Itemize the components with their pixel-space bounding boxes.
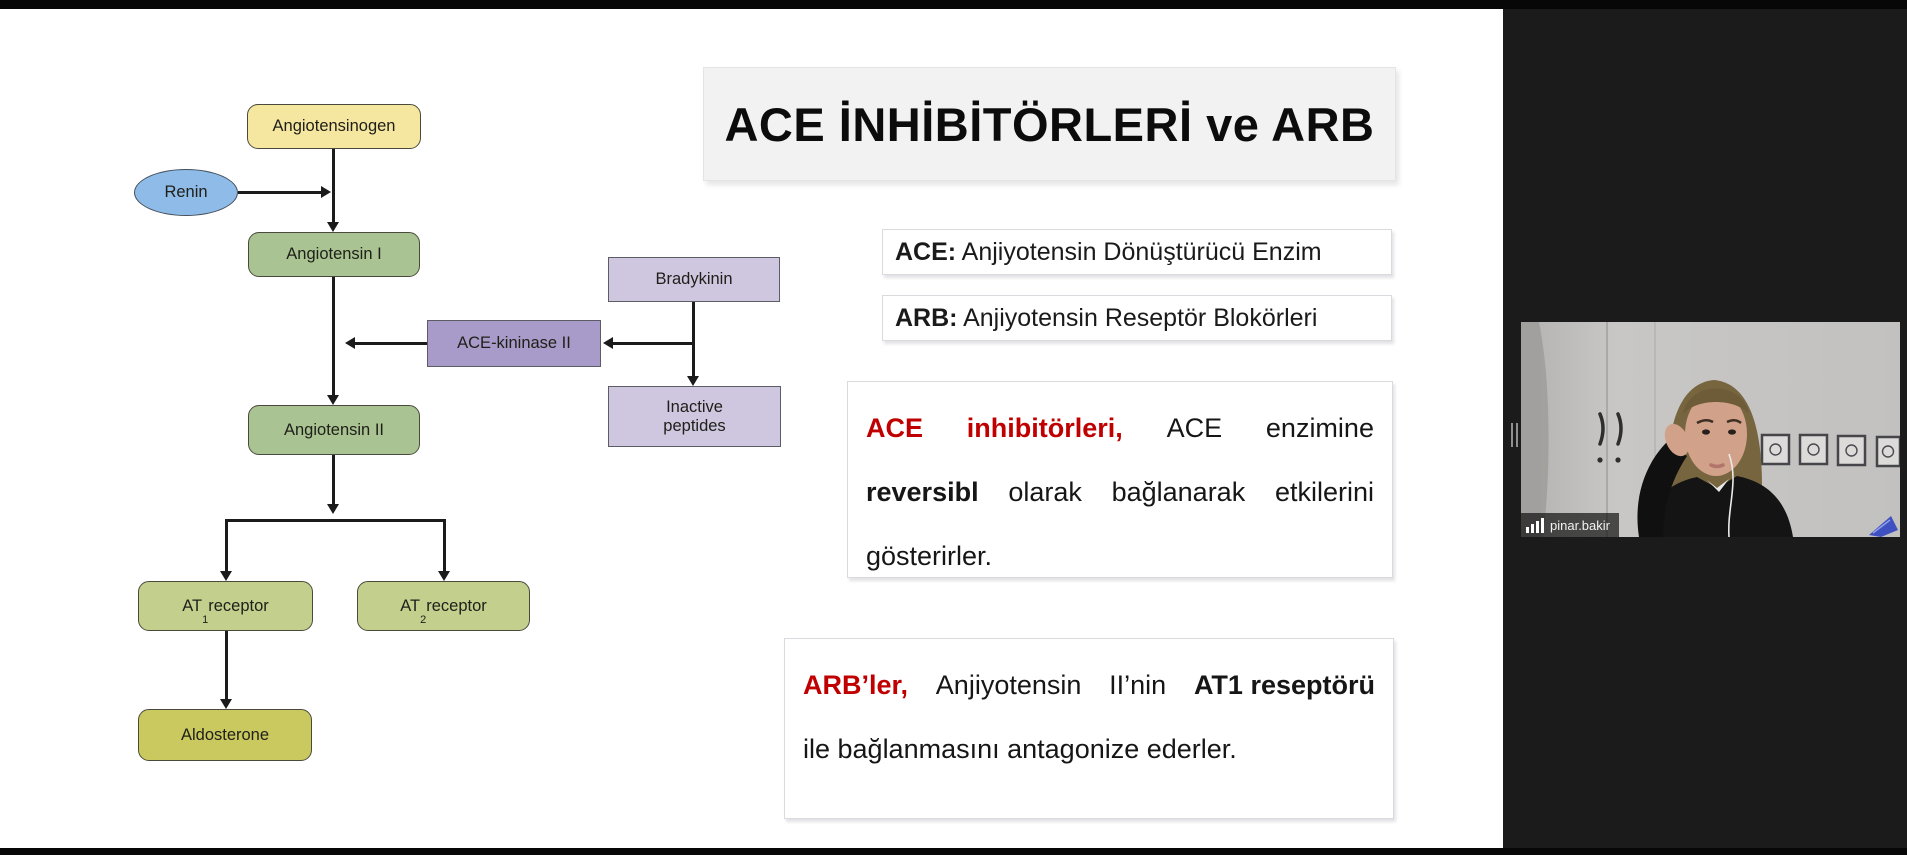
node-label: Angiotensinogen	[272, 117, 396, 135]
arrowhead-down	[687, 376, 699, 386]
slide-title: ACE İNHİBİTÖRLERİ ve ARB	[724, 97, 1375, 151]
word: ACE	[866, 412, 924, 443]
participant-name-plate: pinar.bakir	[1521, 513, 1619, 537]
word: inhibitörleri,	[966, 412, 1123, 443]
node-label-line2: peptides	[663, 416, 726, 435]
signal-strength-icon	[1526, 517, 1544, 533]
arrow-bradykinin-to-ace-kininase	[613, 342, 694, 345]
arrowhead-down	[327, 504, 339, 514]
arrow-bradykinin-to-inactive-peptides	[692, 302, 695, 377]
node-label: ACE-kininase II	[457, 334, 571, 352]
flow-node-angiotensin-2: Angiotensin II	[248, 405, 420, 455]
arrow-angiotensinogen-to-angiotensin1	[332, 149, 335, 223]
shared-slide: Angiotensinogen Renin Angiotensin I Brad…	[0, 9, 1503, 848]
flow-node-aldosterone: Aldosterone	[138, 709, 312, 761]
flow-node-renin: Renin	[134, 169, 238, 216]
definition-box-arb: ARB: Anjiyotensin Reseptör Blokörleri	[882, 295, 1392, 341]
participant-name: pinar.bakir	[1550, 517, 1610, 533]
node-label: Angiotensin I	[286, 245, 382, 263]
arrowhead-down	[220, 699, 232, 709]
flow-node-angiotensinogen: Angiotensinogen	[247, 104, 421, 149]
word: bağlanarak	[1111, 476, 1246, 507]
panel-resize-handle[interactable]	[1511, 423, 1520, 447]
word: olarak	[1008, 476, 1082, 507]
blue-object	[1869, 516, 1898, 537]
definition-term: ARB:	[895, 303, 958, 332]
node-label-rest: receptor	[208, 596, 269, 615]
definition-text: Anjiyotensin Reseptör Blokörleri	[957, 303, 1318, 332]
arrowhead-down	[327, 395, 339, 405]
arrow-branch-to-at2	[443, 519, 446, 571]
webcam-video-frame	[1521, 322, 1900, 537]
node-label: Bradykinin	[655, 270, 733, 288]
node-label-subscript: 2	[420, 614, 427, 626]
word: ile bağlanmasını antagonize ederler.	[803, 733, 1237, 764]
arrowhead-down	[327, 222, 339, 232]
definition-term: ACE:	[895, 237, 957, 266]
flow-node-ace-kininase-2: ACE-kininase II	[427, 320, 601, 367]
word: enzimine	[1265, 412, 1374, 443]
top-letterbox-bar	[0, 0, 1907, 9]
node-label: Renin	[164, 183, 208, 201]
paragraph-line: reversibl olarak bağlanarak etkilerini	[866, 460, 1374, 524]
definition-text: Anjiyotensin Dönüştürücü Enzim	[956, 237, 1322, 266]
arrow-at1-to-aldosterone	[225, 631, 228, 699]
arrow-angiotensin2-down	[332, 455, 335, 506]
arrow-branch-to-at1	[225, 519, 228, 571]
participant-video-tile[interactable]: pinar.bakir	[1521, 322, 1900, 537]
node-label: Aldosterone	[180, 725, 270, 744]
word: ACE	[1166, 412, 1223, 443]
bottom-letterbox-bar	[0, 848, 1907, 855]
arrow-ace-kininase-to-pathway	[355, 342, 427, 345]
paragraph-ace-inhibitors: ACE inhibitörleri, ACE enzimine reversib…	[847, 381, 1393, 578]
word: reversibl	[866, 476, 979, 507]
word: ARB’ler,	[803, 669, 909, 700]
paragraph-arbs: ARB’ler, Anjiyotensin II’nin AT1 reseptö…	[784, 638, 1394, 819]
word: gösterirler.	[866, 540, 993, 571]
arrowhead-down	[438, 571, 450, 581]
flow-node-inactive-peptides: Inactive peptides	[608, 386, 781, 447]
arrowhead-down	[220, 571, 232, 581]
node-label: AT	[400, 596, 421, 615]
arrow-angiotensin1-to-angiotensin2	[332, 277, 335, 395]
arrow-branch-horizontal	[225, 519, 446, 522]
node-label: Angiotensin II	[284, 420, 384, 439]
paragraph-line: ile bağlanmasını antagonize ederler.	[803, 717, 1375, 781]
arrowhead-left	[603, 337, 613, 349]
paragraph-line: ARB’ler, Anjiyotensin II’nin AT1 reseptö…	[803, 653, 1375, 717]
node-label-subscript: 1	[202, 614, 209, 626]
node-label-line1: Inactive	[666, 397, 723, 416]
word: AT1 reseptörü	[1193, 669, 1375, 700]
arrowhead-left	[345, 337, 355, 349]
wall-frames	[1760, 433, 1900, 468]
word: etkilerini	[1274, 476, 1374, 507]
flow-node-angiotensin-1: Angiotensin I	[248, 232, 420, 277]
word: Anjiyotensin	[935, 669, 1082, 700]
paragraph-line: ACE inhibitörleri, ACE enzimine	[866, 396, 1374, 460]
slide-title-box: ACE İNHİBİTÖRLERİ ve ARB	[703, 67, 1396, 181]
word: II’nin	[1109, 669, 1167, 700]
node-label: AT	[182, 596, 203, 615]
node-label-rest: receptor	[426, 596, 487, 615]
flow-node-bradykinin: Bradykinin	[608, 257, 780, 302]
arrow-renin-to-pathway	[238, 191, 321, 194]
arrowhead-right	[321, 186, 331, 198]
definition-box-ace: ACE: Anjiyotensin Dönüştürücü Enzim	[882, 229, 1392, 275]
video-sidebar: pinar.bakir	[1503, 0, 1907, 855]
paragraph-line: gösterirler.	[866, 524, 1374, 588]
